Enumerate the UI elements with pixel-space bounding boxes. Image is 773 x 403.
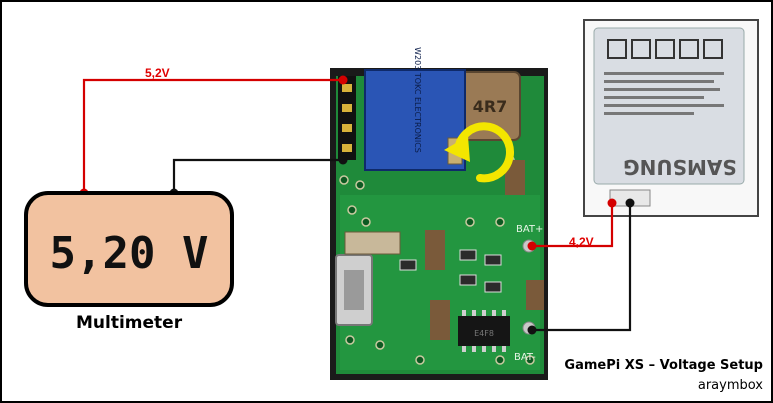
chip-marking: E4F8 [474,329,494,338]
bat-minus-label: BAT- [514,352,536,363]
pcb-board: E4F8 4R7 W203 TOKC ELECTRONICS BAT+ BAT- [330,47,548,380]
battery: SAMSUNG [583,19,759,217]
wire-multimeter-positive [82,78,343,196]
inductor-marking: 4R7 [473,97,508,116]
battery-voltage-label: 4,2V [569,235,594,249]
pot-marking: W203 TOKC ELECTRONICS [413,47,422,153]
multimeter-label: Multimeter [76,313,183,333]
wire-battery-positive [532,203,614,248]
multimeter-reading: 5,20 V [50,228,209,279]
caption-title: GamePi XS – Voltage Setup [564,358,763,373]
wire-multimeter-negative [172,158,343,196]
bat-plus-label: BAT+ [516,224,543,235]
output-voltage-label: 5,2V [145,66,170,80]
multimeter: 5,20 V [24,191,234,307]
ic-chip [458,316,510,346]
caption-author: araymbox [697,378,763,393]
wire-battery-negative [532,203,632,332]
battery-brand: SAMSUNG [623,155,737,179]
adjust-rotation-arrow [444,122,514,183]
wires [82,78,632,332]
